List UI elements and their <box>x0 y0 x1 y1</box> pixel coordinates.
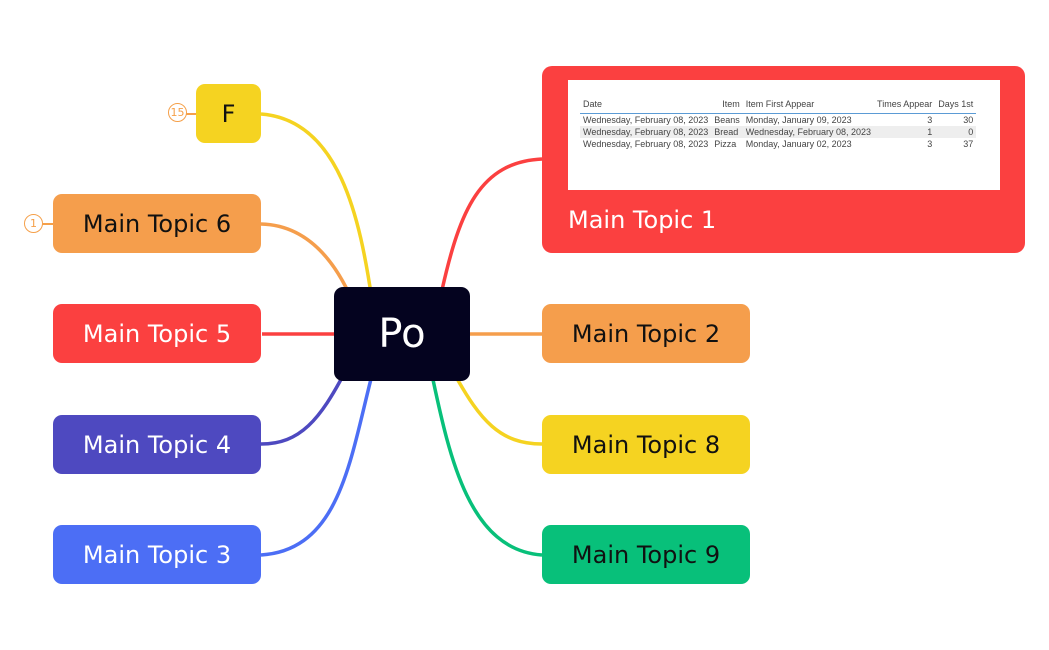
connector-t4 <box>260 369 348 446</box>
connector-t3 <box>260 374 374 557</box>
topic-main-9-label: Main Topic 9 <box>571 540 721 569</box>
badge-connector-f <box>186 113 196 115</box>
topic-main-4-label: Main Topic 4 <box>82 430 232 459</box>
topic-main-1[interactable]: Date Item Item First Appear Times Appear… <box>542 66 1025 253</box>
table-row[interactable]: Wednesday, February 08, 2023 Beans Monda… <box>583 115 974 125</box>
topic-main-3-label: Main Topic 3 <box>82 540 232 569</box>
column-header[interactable]: Date <box>580 97 712 114</box>
topic-main-2-label: Main Topic 2 <box>571 319 721 348</box>
topic-main-9[interactable]: Main Topic 9 <box>542 525 750 584</box>
topic-f[interactable]: F <box>196 84 261 143</box>
topic-main-3[interactable]: Main Topic 3 <box>53 525 261 584</box>
column-header[interactable]: Item First Appear <box>742 97 875 114</box>
table-header-row: Date Item Item First Appear Times Appear… <box>580 97 977 114</box>
topic-main-8-label: Main Topic 8 <box>571 430 721 459</box>
topic-main-8[interactable]: Main Topic 8 <box>542 415 750 474</box>
topic-f-label: F <box>221 99 236 128</box>
connector-t1 <box>440 157 543 291</box>
column-header[interactable]: Days 1st <box>935 97 977 114</box>
column-header[interactable]: Item <box>711 97 743 114</box>
table-row[interactable]: Wednesday, February 08, 2023 Pizza Monda… <box>583 139 974 149</box>
badge-connector-t6 <box>42 223 53 225</box>
data-table: Date Item Item First Appear Times Appear… <box>580 97 977 150</box>
topic-main-6-label: Main Topic 6 <box>82 209 232 238</box>
connector-f <box>260 112 374 301</box>
connector-t9 <box>430 374 543 557</box>
topic-main-2[interactable]: Main Topic 2 <box>542 304 750 363</box>
count-badge-t6[interactable]: 1 <box>24 214 43 233</box>
topic-main-5-label: Main Topic 5 <box>82 319 232 348</box>
connector-t8 <box>453 374 543 446</box>
embedded-table-card: Date Item Item First Appear Times Appear… <box>568 80 1000 190</box>
connector-t6 <box>260 222 354 301</box>
central-topic[interactable]: Po <box>334 287 470 381</box>
topic-main-4[interactable]: Main Topic 4 <box>53 415 261 474</box>
central-topic-label: Po <box>378 311 426 357</box>
topic-main-6[interactable]: Main Topic 6 <box>53 194 261 253</box>
table-row[interactable]: Wednesday, February 08, 2023 Bread Wedne… <box>580 126 977 138</box>
topic-main-1-label: Main Topic 1 <box>568 206 717 234</box>
column-header[interactable]: Times Appear <box>874 97 936 114</box>
count-badge-f[interactable]: 15 <box>168 103 187 122</box>
topic-main-5[interactable]: Main Topic 5 <box>53 304 261 363</box>
